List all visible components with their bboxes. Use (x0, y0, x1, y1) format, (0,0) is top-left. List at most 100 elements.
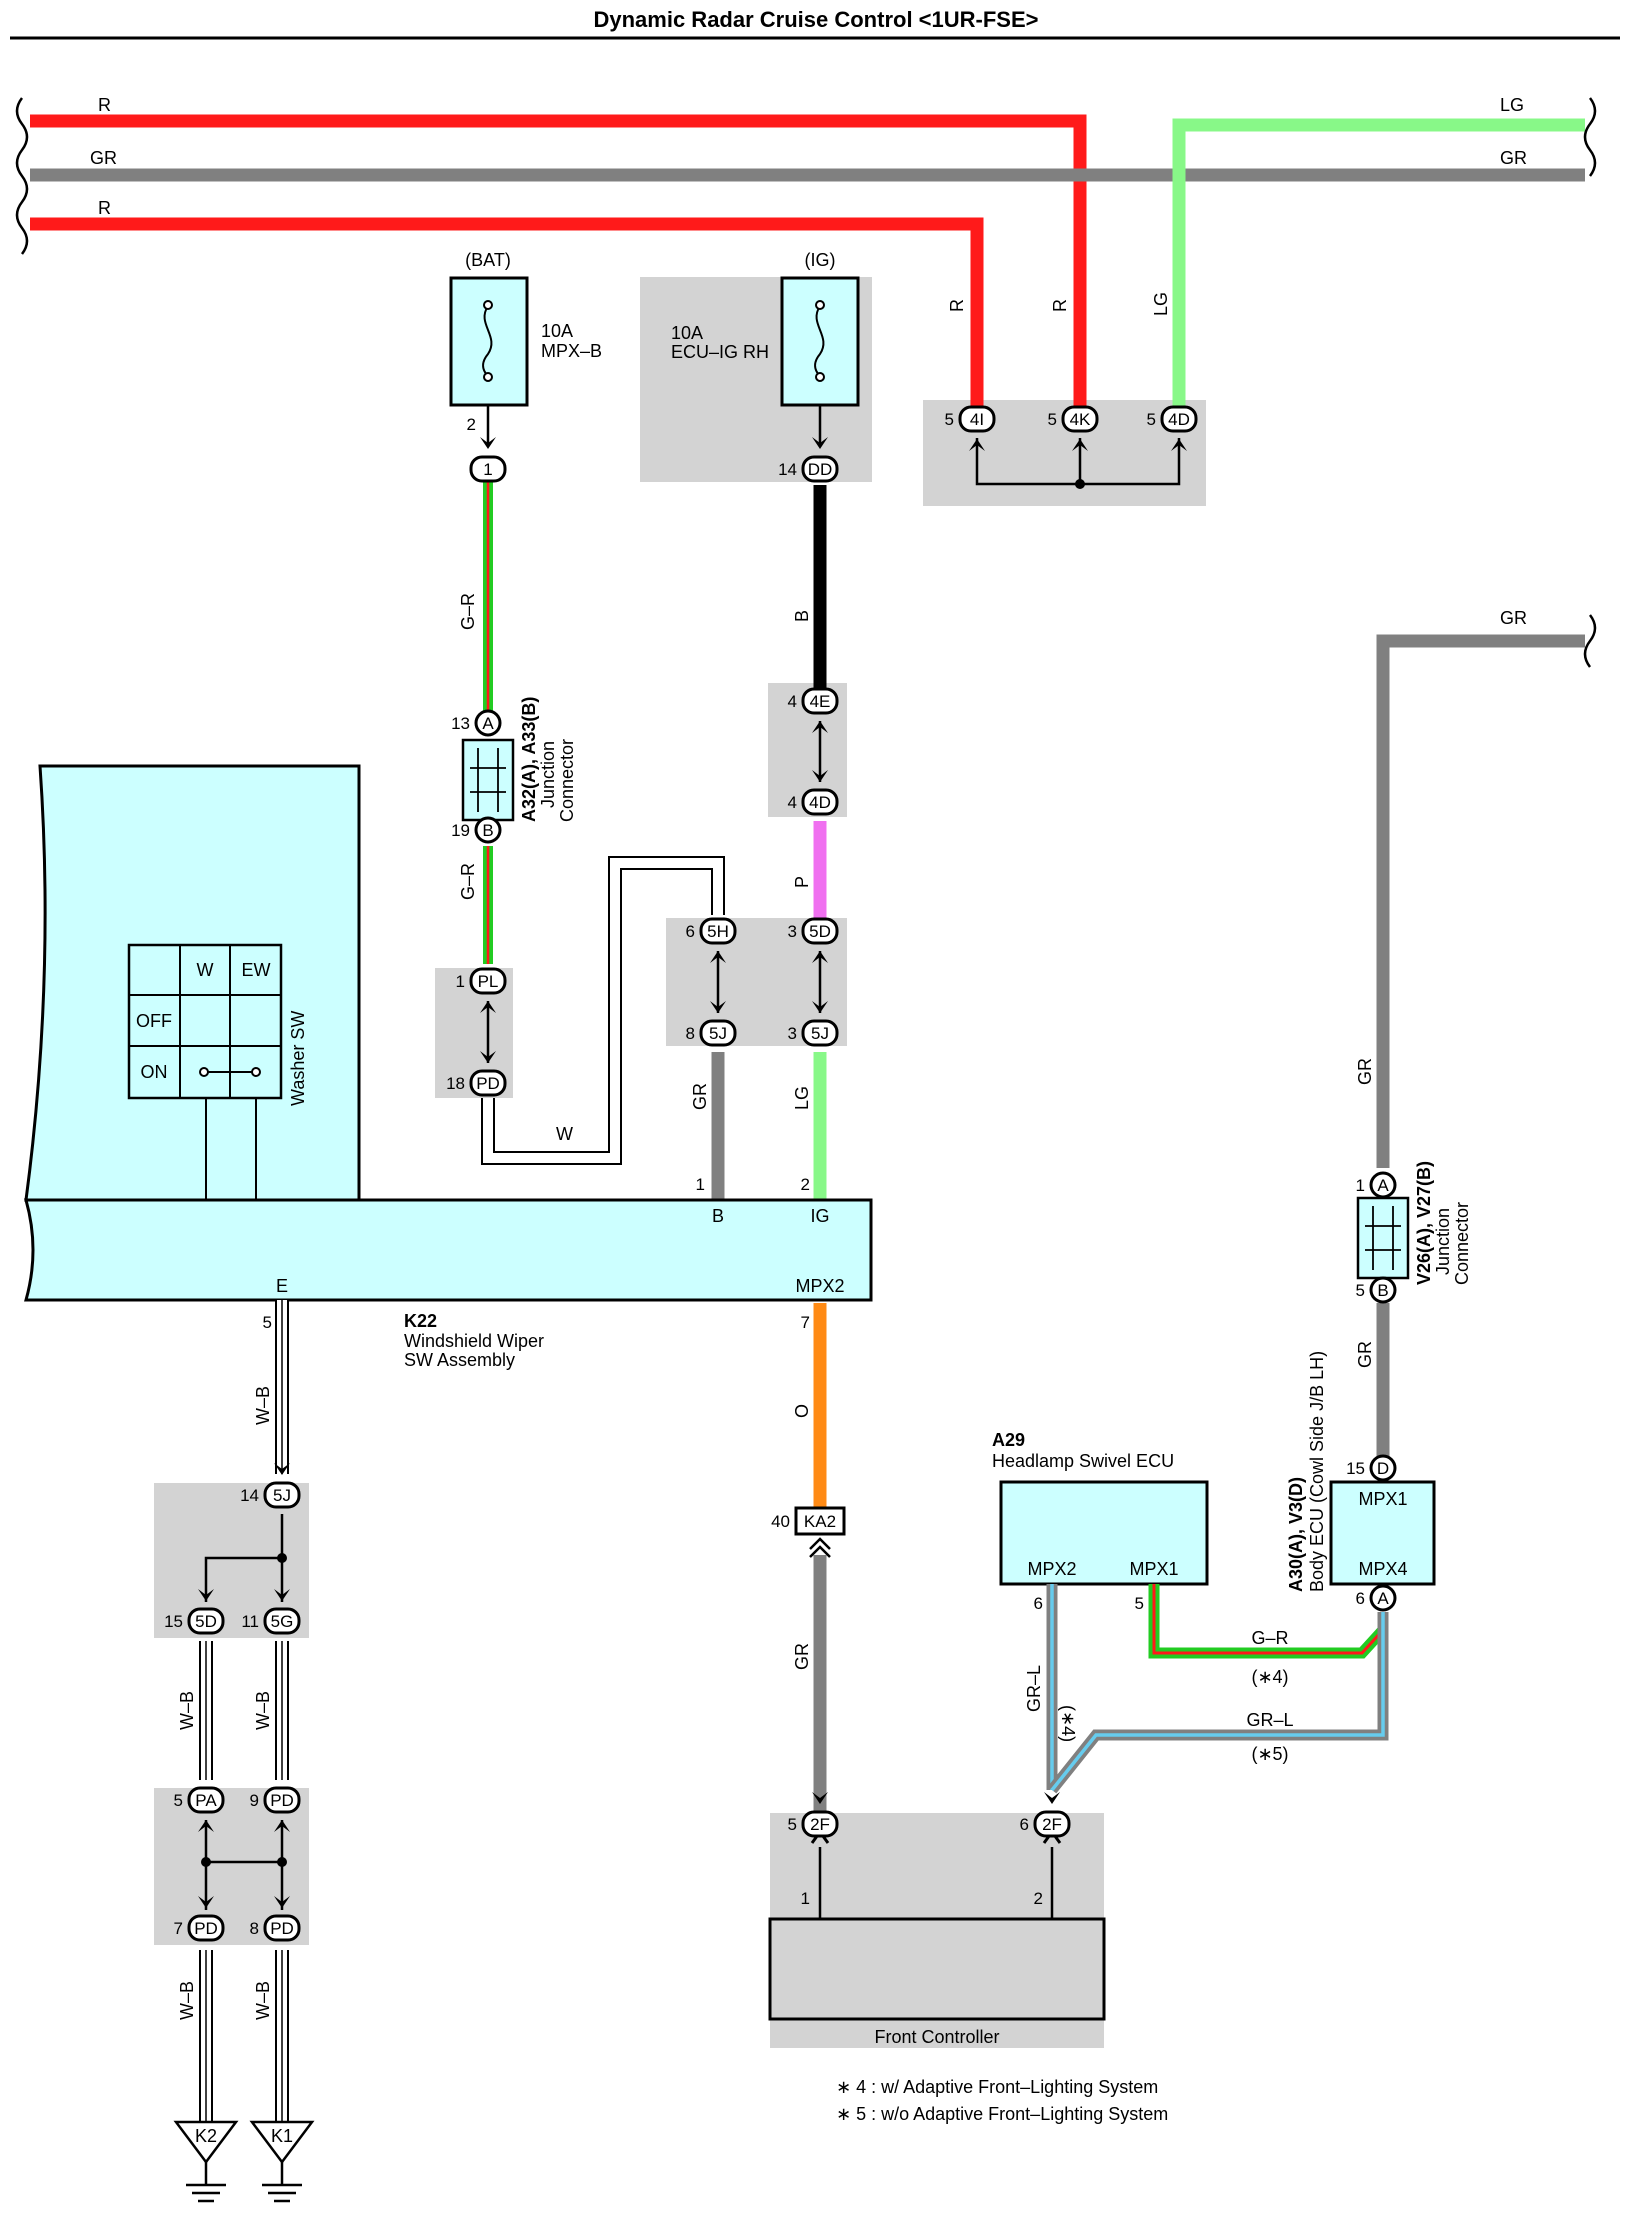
body-ecu-mpx4: MPX4 (1358, 1559, 1407, 1579)
junction-v26-line2: Connector (1452, 1202, 1472, 1285)
connector-label: 4I (970, 410, 984, 429)
a29-num-5: 5 (1135, 1594, 1144, 1613)
top-bus-wires (15, 97, 1597, 668)
connector-pin-number: 6 (686, 922, 695, 941)
front-controller-pin-1: 1 (801, 1889, 810, 1908)
wire-label-r-vertical-a: R (947, 299, 967, 312)
connector-pin-number: 19 (451, 821, 470, 840)
junction-a32-line2: Connector (557, 739, 577, 822)
wire-label-p: P (792, 876, 812, 888)
connector-pin-number: 4 (788, 692, 797, 711)
connector-label: B (482, 821, 493, 840)
connector-pin-number: 15 (1346, 1459, 1365, 1478)
connector-ecu_d: D 15 (1346, 1454, 1397, 1482)
connector-pin-number: 3 (788, 922, 797, 941)
connector-label: 4D (809, 793, 831, 812)
connector-pin-number: 5 (945, 410, 954, 429)
fuse-element-icon (814, 305, 825, 377)
terminal-arrow-icon (274, 1896, 290, 1908)
a29-name: Headlamp Swivel ECU (992, 1451, 1174, 1471)
connector-label: PD (476, 1074, 500, 1093)
connector-pd4: PD8 (250, 1896, 301, 1942)
connector-v_b: B5 (1356, 1276, 1397, 1304)
wire-label-g-r-ecu: G–R (1251, 1628, 1288, 1648)
connector-pin-number: 4 (788, 793, 797, 812)
power-label-bat: (BAT) (465, 250, 511, 270)
wire-label-gr-b: GR (690, 1083, 710, 1110)
connector-pin-number: 13 (451, 714, 470, 733)
k22-pin-b: B (712, 1206, 724, 1226)
connector-label: B (1377, 1281, 1388, 1300)
connector-c4k: 4K 5 (1048, 405, 1099, 451)
fuse-mpx-b-name: MPX–B (541, 341, 602, 361)
connector-pin-number: 5 (1147, 410, 1156, 429)
wire-label-r-second: R (98, 198, 111, 218)
connector-pin-number: 9 (250, 1791, 259, 1810)
body-ecu-id: A30(A), V3(D) (1286, 1477, 1306, 1592)
connector-label: A (482, 714, 494, 733)
front-controller-label: Front Controller (874, 2027, 999, 2047)
body-ecu-name: Body ECU (Cowl Side J/B LH) (1307, 1351, 1327, 1592)
connector-label: 4E (810, 692, 831, 711)
connector-v_a: A1 (1356, 1171, 1397, 1199)
connector-label: 4K (1070, 410, 1091, 429)
k22-pin-ig: IG (810, 1206, 829, 1226)
junction-v26-line1: Junction (1433, 1208, 1453, 1275)
washer-switch-table (127, 943, 283, 1200)
connector-b: B 19 (451, 816, 502, 844)
connector-c5d2: 5D 15 (164, 1589, 225, 1635)
wire-label-gr-l-5: GR–L (1246, 1710, 1293, 1730)
k22-name-2: SW Assembly (404, 1350, 515, 1370)
front-controller (768, 1917, 1106, 2021)
power-label-ig: (IG) (805, 250, 836, 270)
k22-pin-mpx2: MPX2 (795, 1276, 844, 1296)
wire-note-4b: (∗4) (1251, 1667, 1288, 1687)
connector-pin-number: 6 (1020, 1815, 1029, 1834)
wire-w (483, 858, 723, 1163)
ground-k1 (249, 2120, 315, 2203)
connector-pin-number: 5 (1048, 410, 1057, 429)
terminal-arrow-icon (480, 437, 496, 449)
connector-c4d: 4D 5 (1147, 405, 1198, 451)
connector-a: A 13 (451, 709, 502, 737)
connector-pin-number: 15 (164, 1612, 183, 1631)
wire-label-g-r-lower: G–R (458, 863, 478, 900)
connector-pin-number: 11 (241, 1612, 259, 1631)
connector-label: D (1377, 1459, 1389, 1478)
terminal-arrow-icon (1072, 439, 1088, 451)
k22-num-2: 2 (801, 1175, 810, 1194)
connector-ecu_a: A6 (1356, 1584, 1397, 1612)
connector-label: DD (808, 460, 833, 479)
wire-label-w-b-1: W–B (253, 1386, 273, 1425)
connector-label: 1 (483, 460, 492, 479)
wire-label-w-b-2: W–B (177, 1691, 197, 1730)
body-ecu-mpx1: MPX1 (1358, 1489, 1407, 1509)
fuse-ecu-ig-name: ECU–IG RH (671, 342, 769, 362)
wire-label-lg-vertical: LG (1151, 292, 1171, 316)
wire-label-w: W (556, 1124, 573, 1144)
connector-pl: PL1 (456, 967, 507, 1013)
connector-label: PD (270, 1791, 294, 1810)
a29-num-6: 6 (1034, 1594, 1043, 1613)
k22-name-1: Windshield Wiper (404, 1331, 544, 1351)
wire-label-w-b-3: W–B (253, 1691, 273, 1730)
wire-label-w-b-5: W–B (253, 1981, 273, 2020)
terminal-arrow-icon (198, 1896, 214, 1908)
wire-label-o: O (792, 1404, 812, 1418)
splice-dot (277, 1857, 287, 1867)
wire-label-gr-top-right: GR (1500, 148, 1527, 168)
body-ecu (1329, 1480, 1436, 1586)
k22-pin-e: E (276, 1276, 288, 1296)
connector-label: 4D (1168, 410, 1190, 429)
fuse-ecu-ig-rh (780, 276, 860, 407)
connector-label: 5D (195, 1612, 217, 1631)
connector-c1: 1 (469, 437, 507, 483)
connector-c5j2: 5J3 (788, 1001, 839, 1047)
washer-table-ew: EW (242, 960, 271, 980)
note-5: ∗ 5 : w/o Adaptive Front–Lighting System (836, 2104, 1168, 2124)
note-4: ∗ 4 : w/ Adaptive Front–Lighting System (836, 2077, 1158, 2097)
